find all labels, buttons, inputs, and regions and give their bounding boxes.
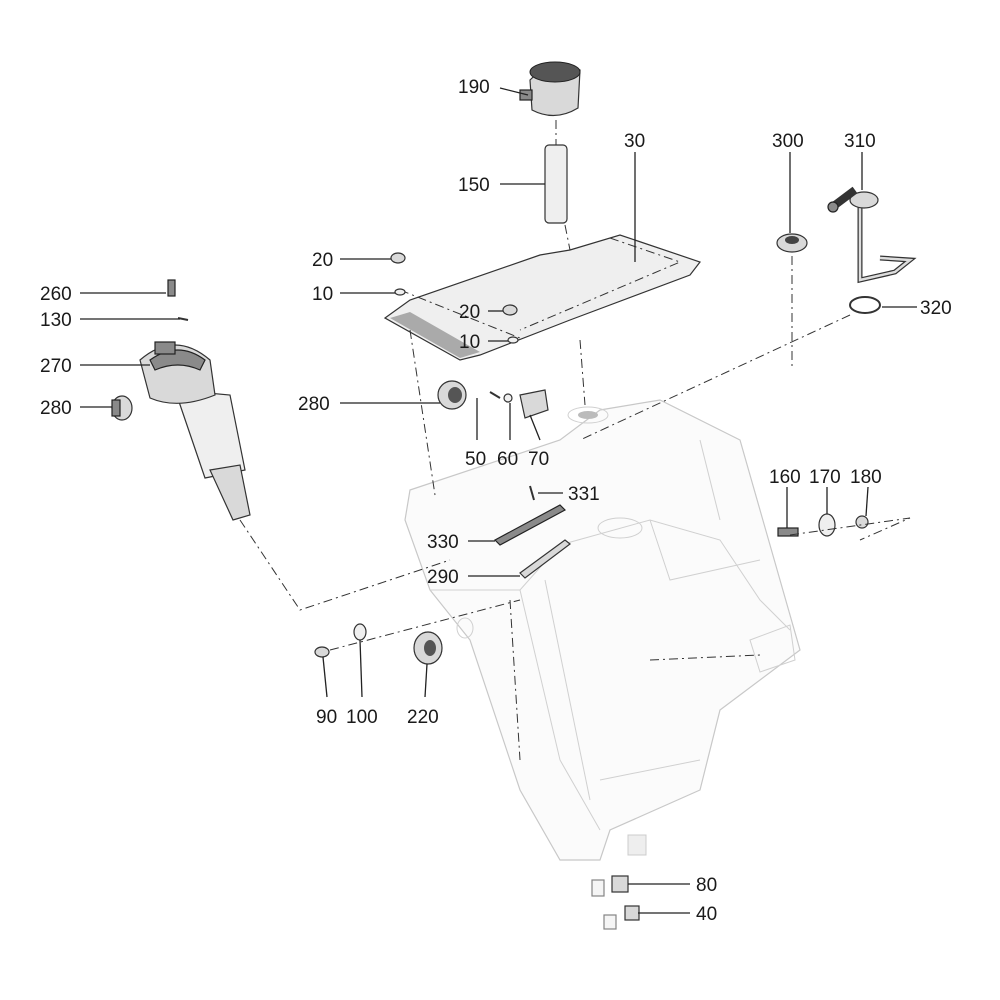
part-20-screw-b [502,304,518,316]
label-20b: 20 [459,302,480,323]
label-60: 60 [497,449,518,470]
label-331: 331 [568,484,600,505]
label-10b: 10 [459,332,480,353]
part-330-strip [494,504,566,546]
cover-plate [383,234,701,361]
part-20-screw-a [390,252,406,264]
part-310-pipe [827,186,917,284]
part-280-grommet [437,380,467,410]
part-190-cap [519,61,581,117]
label-100: 100 [346,707,378,728]
part-290-gasket [519,539,571,579]
part-280-left-plug [111,395,133,421]
label-290: 290 [427,567,459,588]
label-160: 160 [769,467,801,488]
part-10-washer-b [507,336,519,344]
label-220: 220 [407,707,439,728]
label-30: 30 [624,131,645,152]
label-320: 320 [920,298,952,319]
tank-body [404,399,801,861]
part-10-washer-a [394,288,406,296]
bracket-50-60-70 [489,389,549,419]
label-260: 260 [40,284,72,305]
label-90: 90 [316,707,337,728]
part-300-grommet [776,233,808,253]
label-10a: 10 [312,284,333,305]
parts-80-40-fittings [591,875,640,930]
part-320-oring [849,296,881,314]
label-150: 150 [458,175,490,196]
part-331-screw [529,485,535,501]
label-280-middle: 280 [298,394,330,415]
label-70: 70 [528,449,549,470]
label-40: 40 [696,904,717,925]
label-130: 130 [40,310,72,331]
label-300: 300 [772,131,804,152]
label-330: 330 [427,532,459,553]
label-80: 80 [696,875,717,896]
filter-assembly [139,279,251,521]
label-170: 170 [809,467,841,488]
label-180: 180 [850,467,882,488]
parts-160-170-180 [777,513,869,537]
label-50: 50 [465,449,486,470]
parts-90-100-220 [314,623,443,665]
part-labels: 190 150 30 300 310 20 10 20 10 320 260 1… [40,77,952,925]
part-150-tube [544,144,568,224]
label-20a: 20 [312,250,333,271]
label-190: 190 [458,77,490,98]
label-310: 310 [844,131,876,152]
label-280-left: 280 [40,398,72,419]
leader-lines [80,87,917,914]
label-270: 270 [40,356,72,377]
